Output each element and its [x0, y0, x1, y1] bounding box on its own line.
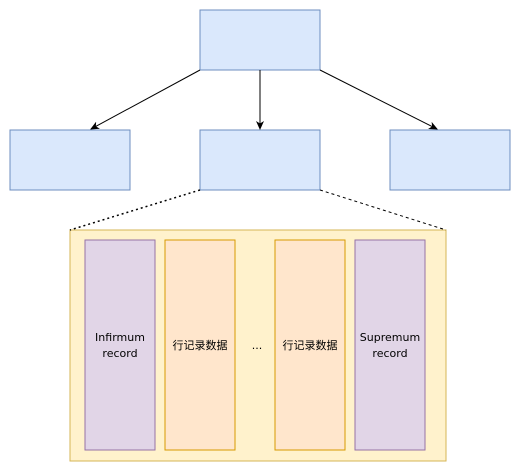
child-node-left	[9, 129, 131, 191]
row-record-2-label: 行记录数据	[283, 338, 338, 352]
row-record-1	[164, 239, 236, 451]
arrow-root-to-left	[90, 69, 201, 130]
child-node-middle	[199, 129, 321, 191]
supremum-label-line2: record	[372, 347, 407, 360]
row-record-1-label: 行记录数据	[173, 338, 228, 352]
row-record-2	[274, 239, 346, 451]
arrow-root-to-right	[319, 69, 438, 130]
root-node	[199, 9, 321, 71]
zoom-line-right	[319, 189, 447, 231]
supremum-record	[354, 239, 426, 451]
zoom-line-left	[69, 189, 201, 231]
supremum-label-line1: Supremum	[360, 331, 420, 344]
infimum-label-line2: record	[102, 347, 137, 360]
ellipsis-label: ...	[252, 339, 263, 352]
infimum-record	[84, 239, 156, 451]
infimum-label-line1: Infirmum	[95, 331, 145, 344]
child-node-right	[389, 129, 511, 191]
